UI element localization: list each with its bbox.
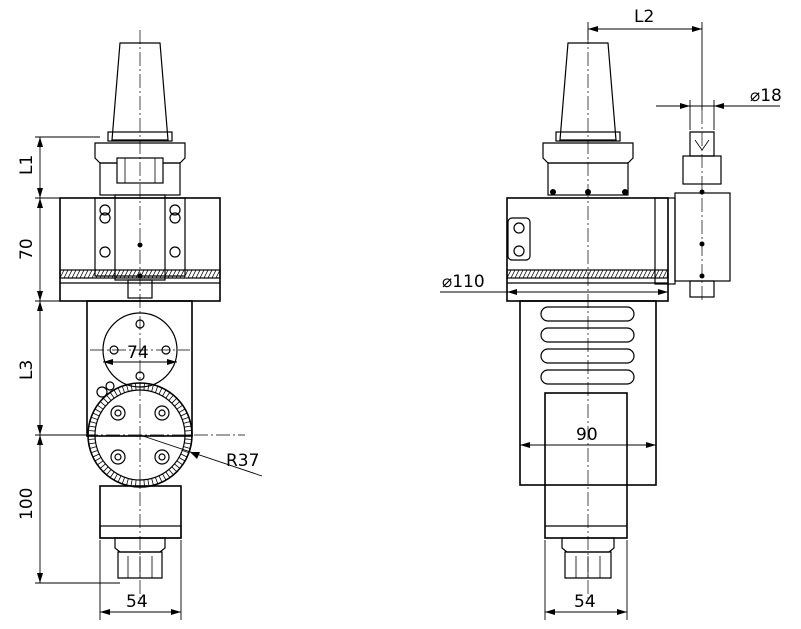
dim-l3-label: L3 bbox=[17, 360, 37, 380]
dim-r37-label: R37 bbox=[226, 451, 259, 471]
left-taper-shank bbox=[111, 42, 169, 141]
right-lower-housing bbox=[544, 392, 628, 539]
dim-74-label: 74 bbox=[127, 343, 149, 363]
dim-l1-label: L1 bbox=[17, 155, 37, 175]
left-dimensions bbox=[35, 136, 263, 620]
dim-54-left-label: 54 bbox=[126, 592, 148, 612]
left-knurl-pattern bbox=[59, 269, 221, 279]
left-gear-teeth bbox=[88, 383, 192, 487]
left-housing-screws bbox=[99, 204, 181, 279]
dim-54-right-label: 54 bbox=[574, 592, 596, 612]
dim-l2-label: L2 bbox=[634, 7, 654, 27]
right-side-port bbox=[507, 217, 531, 261]
dim-70-label: 70 bbox=[17, 238, 37, 260]
right-dimensions bbox=[440, 22, 780, 620]
right-cooling-fins bbox=[540, 306, 635, 385]
right-housing bbox=[506, 197, 669, 302]
left-gear-screws bbox=[96, 381, 170, 465]
right-side-attachment bbox=[654, 197, 676, 285]
dim-90-label: 90 bbox=[576, 425, 598, 445]
right-offset-spindle bbox=[674, 192, 731, 282]
front-view bbox=[40, 30, 245, 600]
left-lower-body bbox=[86, 300, 193, 437]
left-lower-housing bbox=[99, 485, 182, 539]
dim-phi18-label: ⌀18 bbox=[750, 86, 782, 106]
dim-100-label: 100 bbox=[17, 488, 37, 520]
side-view bbox=[506, 30, 731, 600]
right-knurl-pattern bbox=[506, 269, 669, 279]
right-taper-shank bbox=[559, 42, 617, 141]
dim-phi110-label: ⌀110 bbox=[442, 272, 485, 292]
